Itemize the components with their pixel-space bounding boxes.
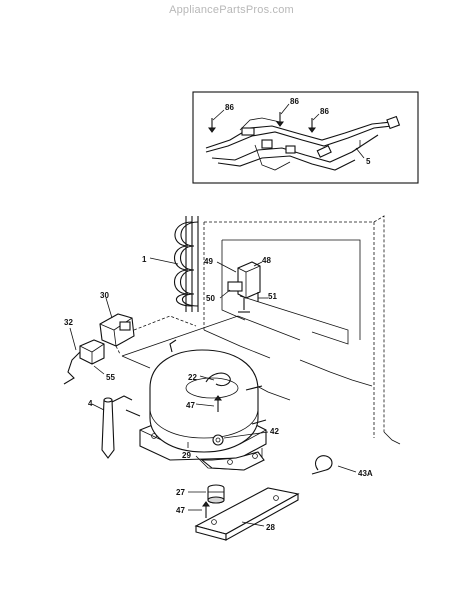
callout-86c: 86 (320, 107, 329, 116)
wire-32 (63, 327, 81, 385)
dashed-guide-30 (115, 315, 197, 355)
screw-47-lower (188, 501, 210, 518)
callout-32: 32 (64, 318, 73, 327)
callout-29: 29 (182, 451, 191, 460)
callout-49: 49 (204, 257, 213, 266)
clamp-43a (311, 455, 357, 475)
callout-86b: 86 (290, 97, 299, 106)
screw-86-a (208, 118, 216, 133)
callout-22: 22 (188, 373, 197, 382)
watermark: AppliancePartsPros.com (169, 4, 294, 16)
callout-5: 5 (366, 157, 371, 166)
callout-47a: 47 (186, 401, 195, 410)
start-relay-30 (99, 297, 135, 347)
callout-28: 28 (266, 523, 275, 532)
callout-43a: 43A (358, 469, 373, 478)
callout-50: 50 (206, 294, 215, 303)
callout-4: 4 (88, 399, 93, 408)
callout-47b: 47 (176, 506, 185, 515)
callout-55: 55 (106, 373, 115, 382)
filter-drier-4 (91, 395, 133, 459)
callout-48: 48 (262, 256, 271, 265)
grommet-27 (188, 484, 225, 504)
wiring-harness-inset (192, 91, 419, 184)
mounting-bracket-28 (194, 487, 300, 541)
condenser-coil (149, 216, 199, 312)
screw-86-c (308, 118, 316, 133)
compressor-29 (125, 339, 269, 471)
relay-overload-assembly (216, 261, 268, 313)
callout-42: 42 (270, 427, 279, 436)
callout-86a: 86 (225, 103, 234, 112)
callout-27: 27 (176, 488, 185, 497)
callout-51: 51 (268, 292, 277, 301)
capacitor-55 (79, 339, 105, 375)
screw-86-b (276, 112, 284, 127)
callout-1: 1 (142, 255, 147, 264)
cabinet-outline (203, 215, 401, 445)
callout-30: 30 (100, 291, 109, 300)
